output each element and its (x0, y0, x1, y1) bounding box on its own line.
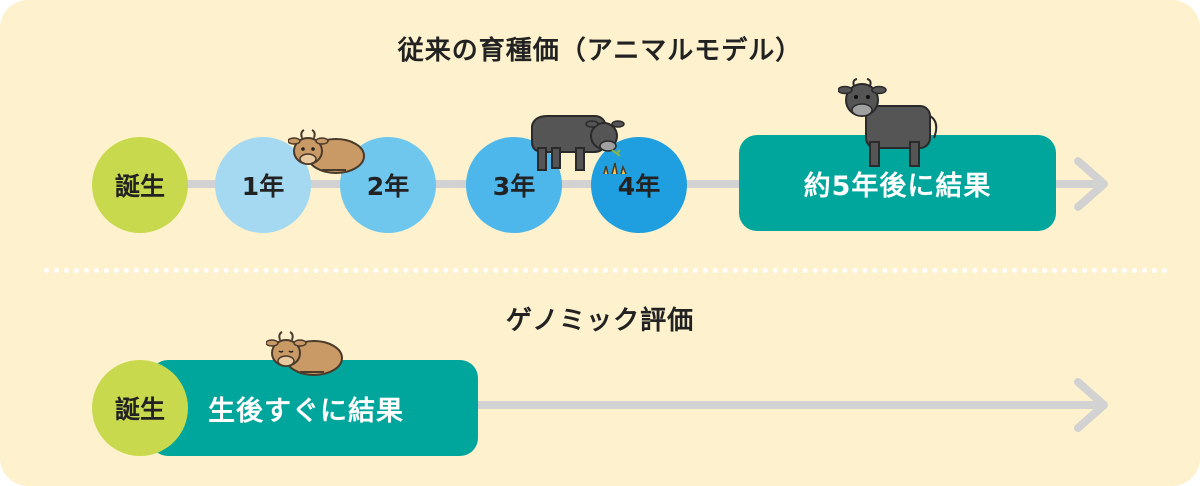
genomic-title: ゲノミック評価 (505, 306, 695, 336)
result-box-traditional: 約5年後に結果 (739, 135, 1056, 231)
birth-circle-genomic: 誕生 (92, 360, 188, 456)
adult-cow-icon (838, 78, 938, 167)
grass-icon (603, 162, 627, 175)
heifer-eating-icon (531, 115, 625, 171)
traditional-title: 従来の育種価（アニマルモデル） (397, 36, 803, 66)
birth-circle-traditional: 誕生 (92, 137, 188, 233)
calf-lying-icon (288, 129, 365, 174)
year-4-circle: 4年 (591, 137, 687, 233)
calf-lying-icon-genomic (266, 331, 343, 376)
arrow-right-icon-genomic (1074, 378, 1108, 432)
arrow-right-icon (1074, 157, 1108, 211)
section-divider (44, 268, 1168, 273)
timeline-track-genomic (470, 401, 1102, 409)
